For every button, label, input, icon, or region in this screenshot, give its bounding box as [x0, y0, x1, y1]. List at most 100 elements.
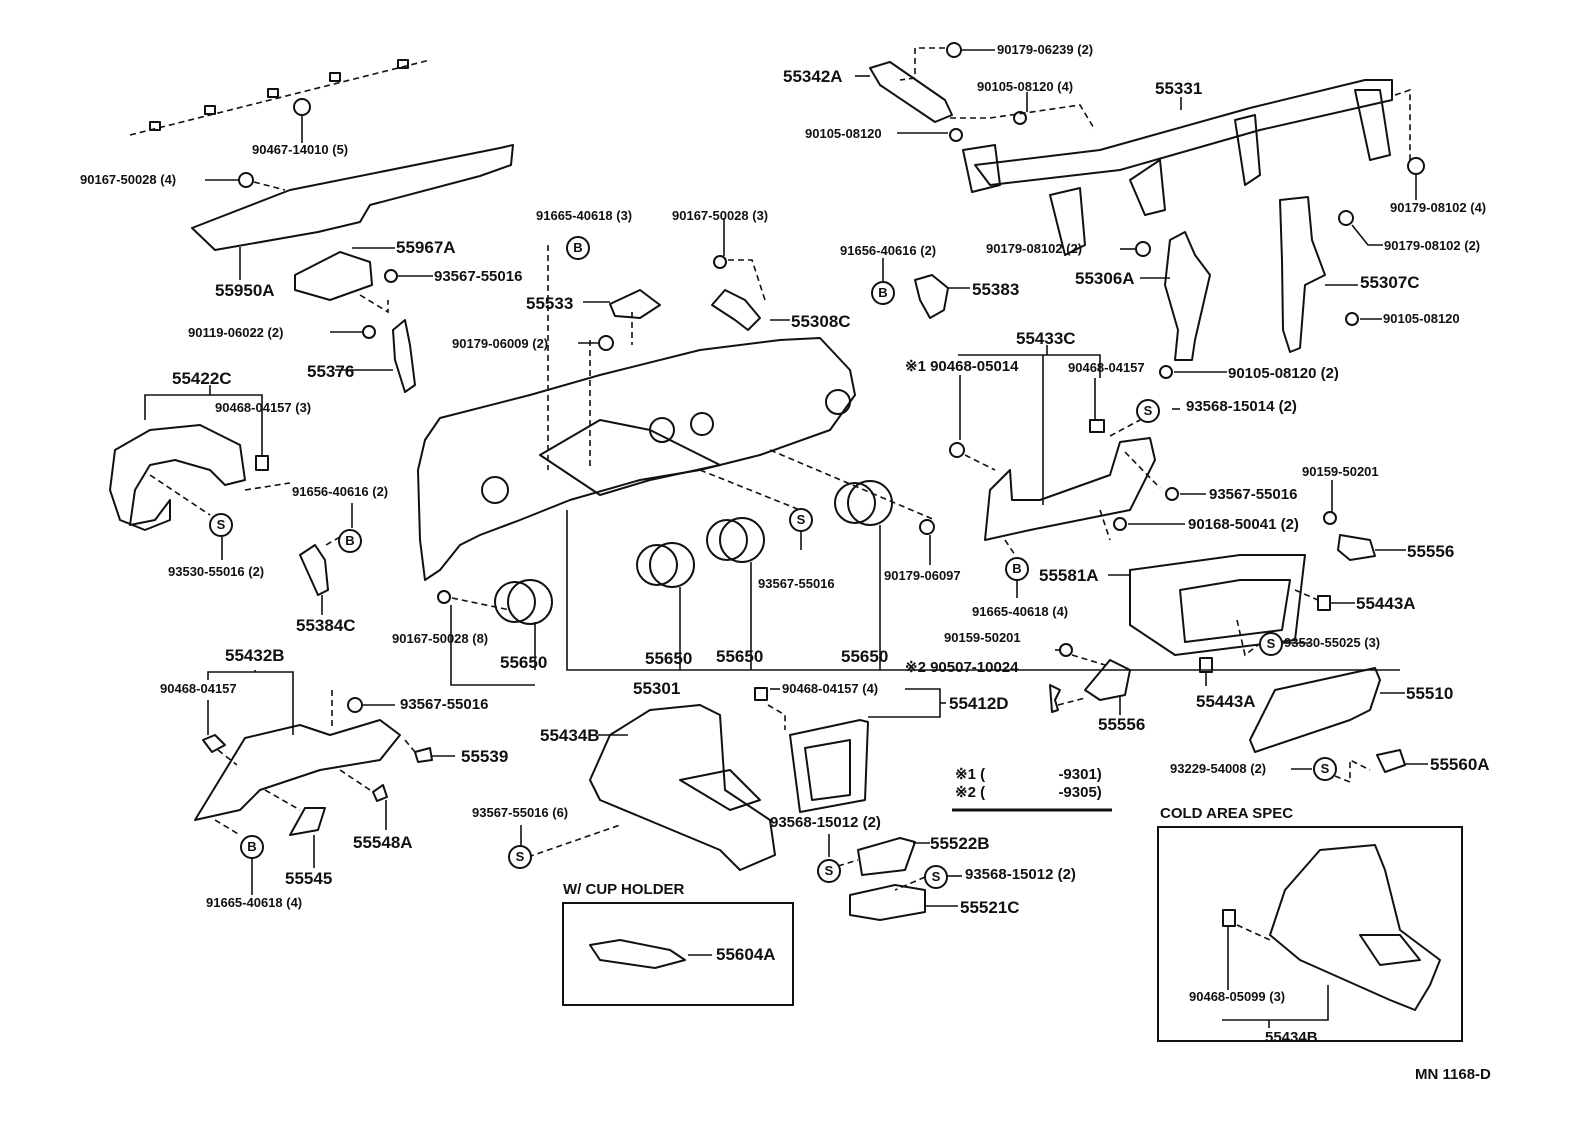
brace-55306A — [1164, 231, 1211, 361]
part-label: 90167-50028 (8) — [392, 631, 489, 646]
windshield-clips — [149, 59, 409, 131]
bracket-55383 — [914, 274, 949, 319]
note-mark: ※2 — [955, 784, 976, 801]
note-range: -9301) — [1058, 766, 1102, 783]
part-label: 55650 — [500, 653, 548, 672]
part-label: 55376 — [307, 362, 355, 381]
vent-55650-1 — [494, 579, 553, 625]
part-label: 55556 — [1407, 542, 1455, 561]
part-label: 55650 — [716, 647, 764, 666]
part-label: 55539 — [461, 747, 509, 766]
part-label: 55533 — [526, 294, 574, 313]
part-label: 93567-55016 — [1209, 486, 1298, 503]
bracket-55342A — [869, 61, 953, 123]
part-label: 90179-06239 (2) — [997, 42, 1094, 57]
duct-55967A — [294, 251, 373, 301]
part-label: 55510 — [1406, 684, 1454, 703]
part-label: 55307C — [1360, 273, 1420, 292]
screw-symbol: S — [1136, 399, 1160, 423]
part-label: 90159-50201 — [1302, 464, 1379, 479]
cluster-hood-55422C — [109, 424, 246, 531]
diagram-code: MN 1168-D — [1415, 1066, 1491, 1083]
defroster-nozzle-55950A — [191, 144, 514, 251]
part-label: 55301 — [633, 679, 681, 698]
nut-icon — [1407, 157, 1425, 175]
clip-icon — [754, 687, 768, 701]
clip-55548A — [372, 784, 388, 802]
screw-icon — [1113, 517, 1127, 531]
bolt-icon — [949, 128, 963, 142]
part-label: 55422C — [172, 369, 232, 388]
part-label: 55443A — [1196, 692, 1256, 711]
bolt-symbol: B — [338, 529, 362, 553]
note-open: ( — [980, 766, 986, 783]
part-label: 55521C — [960, 898, 1020, 917]
part-label: 55443A — [1356, 594, 1416, 613]
reinforcement-55331 — [974, 79, 1393, 186]
console-55434B-cold — [1269, 844, 1441, 1011]
screw-icon — [1323, 511, 1337, 525]
screw-symbol: S — [1313, 757, 1337, 781]
part-label: 93567-55016 — [400, 696, 489, 713]
part-label: 90168-50041 (2) — [1188, 516, 1299, 533]
bolt-icon — [1345, 312, 1359, 326]
glove-box-55581A — [1129, 554, 1306, 656]
bolt-symbol: B — [1005, 557, 1029, 581]
part-label: 55604A — [716, 945, 776, 964]
part-label: 55556 — [1098, 715, 1146, 734]
clip-icon — [949, 442, 965, 458]
part-label: 93568-15012 (2) — [965, 866, 1076, 883]
part-label: 55432B — [225, 646, 285, 665]
part-label: 91665-40618 (4) — [206, 895, 303, 910]
vent-55650-2 — [636, 542, 695, 588]
vent-55650-3 — [706, 517, 765, 563]
part-label: 90179-08102 (2) — [986, 241, 1083, 256]
part-label: 93568-15012 (2) — [770, 814, 881, 831]
panel-vent-icon — [690, 412, 714, 436]
part-label: 90105-08120 — [1383, 311, 1460, 326]
part-label: 90105-08120 (4) — [977, 79, 1074, 94]
part-label: 55412D — [949, 694, 1009, 713]
part-label: 55433C — [1016, 329, 1076, 348]
inset-cup-holder — [562, 902, 794, 1006]
part-label: 55650 — [841, 647, 889, 666]
part-label: 55434B — [540, 726, 600, 745]
spring-90507-icon — [1049, 684, 1061, 713]
screw-icon — [1059, 643, 1073, 657]
clip-icon — [202, 734, 226, 753]
bolt-icon — [1159, 365, 1173, 379]
screw-icon — [362, 325, 376, 339]
part-label: 90105-08120 — [805, 126, 882, 141]
latch-55560A — [1376, 749, 1406, 773]
part-label: 55560A — [1430, 755, 1490, 774]
clip-icon — [1222, 909, 1236, 927]
inset-title-cold-area: COLD AREA SPEC — [1160, 805, 1294, 822]
lower-trim-55432B — [194, 719, 401, 821]
cover-55545 — [289, 807, 326, 836]
part-label: 91665-40618 (3) — [536, 208, 633, 223]
part-label: 55522B — [930, 834, 990, 853]
cup-holder-55604A — [589, 939, 686, 969]
part-label: 55967A — [396, 238, 456, 257]
part-label: 55545 — [285, 869, 333, 888]
clip-55539 — [414, 747, 433, 763]
part-label: 90179-06097 — [884, 568, 961, 583]
part-label: 90105-08120 (2) — [1228, 365, 1339, 382]
part-label: ※2 90507-10024 — [905, 659, 1019, 676]
part-label: 93530-55025 (3) — [1284, 635, 1381, 650]
part-label: 55308C — [791, 312, 851, 331]
part-label: ※1 90468-05014 — [905, 358, 1019, 375]
clip-90467-icon — [293, 98, 311, 116]
box-55522B — [857, 837, 916, 876]
part-label: 93229-54008 (2) — [1170, 761, 1267, 776]
screw-symbol: S — [508, 845, 532, 869]
part-label: 55650 — [645, 649, 693, 668]
part-label: 90179-08102 (4) — [1390, 200, 1487, 215]
brace-55307C — [1279, 196, 1326, 353]
part-label: 55434B — [1265, 1029, 1318, 1046]
part-label: 93567-55016 — [434, 268, 523, 285]
part-label: 90467-14010 (5) — [252, 142, 349, 157]
vent-55650-4 — [834, 480, 893, 526]
panel-vent-icon — [649, 417, 675, 443]
part-label: 55950A — [215, 281, 275, 300]
